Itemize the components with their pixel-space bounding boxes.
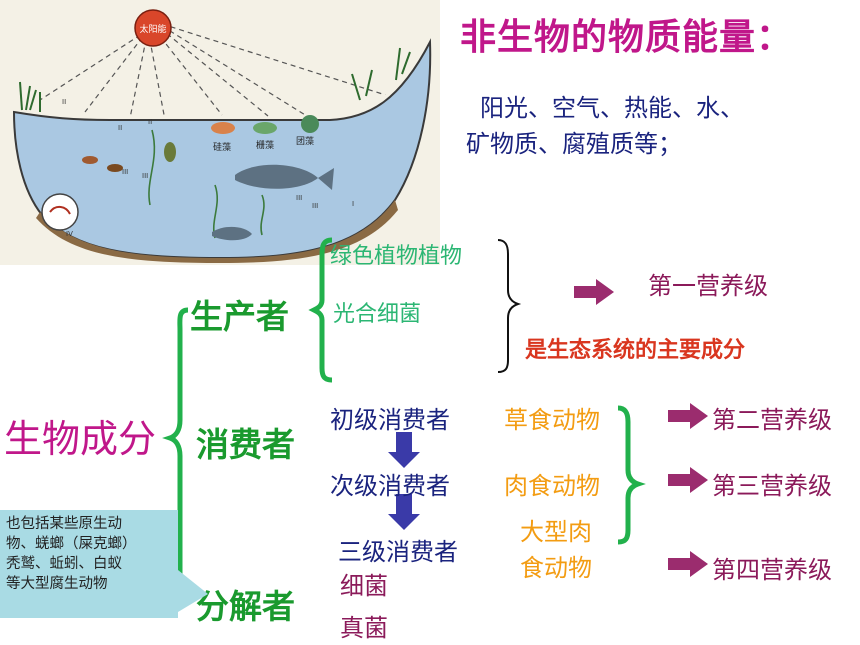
- roman-label: II: [148, 118, 152, 126]
- role-decomposer: 分解者: [196, 587, 295, 626]
- roman-label: III: [296, 194, 302, 202]
- consumer-herbivore: 草食动物: [504, 406, 600, 434]
- decomposer-bacteria: 细菌: [340, 572, 388, 600]
- decomposer-fungi: 真菌: [340, 614, 388, 642]
- sun-label: 太阳能: [139, 23, 166, 35]
- roman-label: II: [62, 98, 66, 106]
- sun-icon: [134, 9, 172, 47]
- role-producer: 生产者: [190, 297, 289, 336]
- page-title: 非生物的物质能量：: [460, 17, 794, 58]
- arrow-right-icon: [668, 551, 708, 577]
- producer-green-plants: 绿色植物植物: [330, 244, 463, 269]
- trophic-level-2: 第二营养级: [712, 406, 832, 434]
- arrow-right-icon: [668, 403, 708, 429]
- consumer-large-carnivore-2: 食动物: [520, 554, 592, 582]
- pond-ecosystem-illustration: 太阳能 硅藻 栅藻 团藻 II II II III III III III I …: [0, 0, 440, 265]
- roman-label: II: [118, 124, 122, 132]
- consumer-secondary: 次级消费者: [330, 472, 450, 500]
- abiotic-line-1: 阳光、空气、热能、水、: [480, 94, 744, 122]
- plankton-tag-1: 硅藻: [213, 141, 231, 153]
- decomposer-callout: 也包括某些原生动 物、蜣螂（屎克螂） 秃鹫、蚯蚓、白蚁 等大型腐生动物: [0, 510, 178, 618]
- bracket-producers-right: [497, 239, 522, 373]
- roman-label: IV: [66, 230, 73, 238]
- callout-line-3: 秃鹫、蚯蚓、白蚁: [6, 556, 122, 572]
- trophic-level-1: 第一营养级: [648, 272, 768, 300]
- consumer-primary: 初级消费者: [330, 406, 450, 434]
- roman-label: III: [142, 172, 148, 180]
- bracket-producers-left: [308, 237, 333, 383]
- callout-line-4: 等大型腐生动物: [6, 576, 108, 592]
- plankton-tag-2: 栅藻: [256, 139, 274, 151]
- roman-label: III: [312, 202, 318, 210]
- consumer-carnivore: 肉食动物: [504, 472, 600, 500]
- decomposer-circle: [41, 193, 79, 231]
- consumer-large-carnivore-1: 大型肉: [520, 518, 592, 546]
- trophic-level-3: 第三营养级: [712, 472, 832, 500]
- bracket-consumers-right: [617, 405, 646, 545]
- callout-line-1: 也包括某些原生动: [6, 516, 122, 532]
- biotic-components-label: 生物成分: [4, 417, 157, 461]
- plankton-tag-3: 团藻: [296, 135, 314, 147]
- arrow-down-icon: [388, 494, 420, 530]
- level-arrows: [574, 279, 708, 577]
- roman-label: I: [352, 200, 354, 208]
- abiotic-line-2: 矿物质、腐殖质等；: [466, 130, 682, 158]
- arrow-right-icon: [574, 279, 614, 305]
- callout-pointer: [178, 570, 208, 612]
- arrow-down-icon: [388, 432, 420, 468]
- role-consumer: 消费者: [196, 425, 295, 464]
- consumer-tertiary: 三级消费者: [338, 538, 458, 566]
- producer-photosynthetic-bacteria: 光合细菌: [333, 302, 422, 327]
- roman-label: III: [122, 168, 128, 176]
- callout-line-2: 物、蜣螂（屎克螂）: [6, 536, 137, 552]
- main-component-note: 是生态系统的主要成分: [525, 338, 746, 363]
- trophic-level-4: 第四营养级: [712, 556, 832, 584]
- arrow-right-icon: [668, 467, 708, 493]
